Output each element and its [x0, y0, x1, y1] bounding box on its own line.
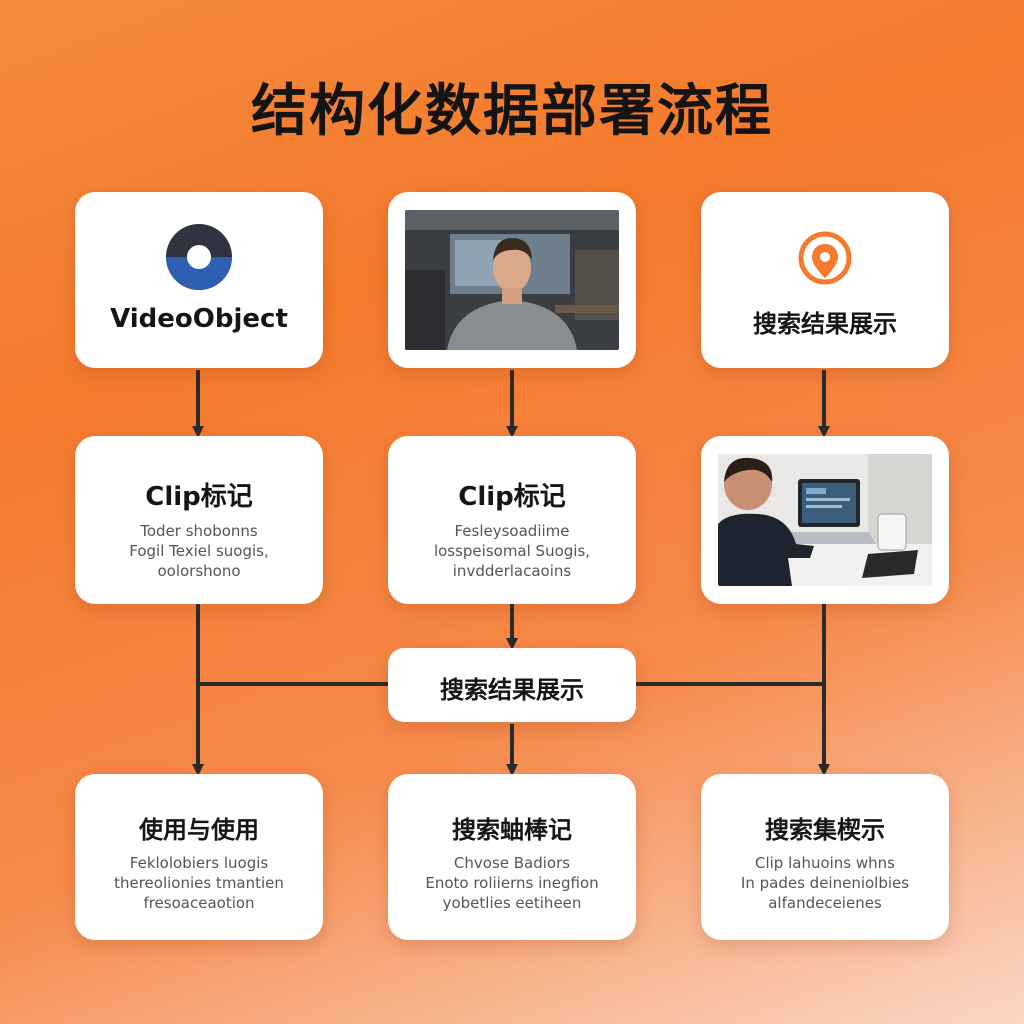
desc-line: Chvose Badiors [453, 854, 571, 872]
usage-card: 使用与使用 Feklolobiers luogis thereolionies … [75, 774, 323, 940]
videoobject-card: VideoObject [75, 192, 323, 368]
location-pin-icon [798, 231, 852, 285]
search-markup-card: 搜索蚰棒记 Chvose Badiors Enoto roliierns ine… [388, 774, 636, 940]
desc-line: invdderlacaoins [452, 562, 572, 580]
search-display-label: 搜索集楔示 [765, 816, 885, 844]
search-display-desc: Clip lahuoins whns In pades deineniolbie… [701, 853, 949, 913]
page-title: 结构化数据部署流程 [251, 79, 773, 144]
search-results-label-top: 搜索结果展示 [753, 310, 897, 338]
person-at-laptop-photo [718, 454, 932, 586]
clip-markup-label-center: Clip标记 [458, 482, 566, 512]
clip-markup-card-left: Clip标记 Toder shobonns Fogil Texiel suogi… [75, 436, 323, 604]
man-on-video-call-photo [405, 210, 619, 350]
search-display-card: 搜索集楔示 Clip lahuoins whns In pades deinen… [701, 774, 949, 940]
search-results-junction: 搜索结果展示 [388, 648, 636, 722]
desc-line: Fogil Texiel suogis, [129, 542, 269, 560]
clip-markup-label-left: Clip标记 [145, 482, 253, 512]
desc-line: alfandeceienes [768, 894, 882, 912]
disc-logo-icon [166, 224, 232, 290]
desc-line: yobetlies eetiheen [442, 894, 582, 912]
desc-line: Enoto roliierns inegfion [425, 874, 599, 892]
search-markup-label: 搜索蚰棒记 [452, 816, 572, 844]
usage-label: 使用与使用 [139, 816, 259, 844]
desc-line: Feklolobiers luogis [129, 854, 269, 872]
desc-line: fresoaceaotion [143, 894, 255, 912]
desc-line: In pades deineniolbies [740, 874, 910, 892]
desc-line: thereolionies tmantien [114, 874, 284, 892]
desc-line: Fesleysoadiime [454, 522, 570, 540]
search-markup-desc: Chvose Badiors Enoto roliierns inegfion … [388, 853, 636, 913]
clip-markup-desc-center: Fesleysoadiime losspeisomal Suogis, invd… [388, 521, 636, 581]
clip-markup-desc-left: Toder shobonns Fogil Texiel suogis, oolo… [75, 521, 323, 581]
desc-line: Clip lahuoins whns [754, 854, 895, 872]
usage-desc: Feklolobiers luogis thereolionies tmanti… [75, 853, 323, 913]
search-results-label-junction: 搜索结果展示 [440, 676, 584, 704]
laptop-photo-card [701, 436, 949, 604]
desc-line: oolorshono [157, 562, 241, 580]
search-results-card-top: 搜索结果展示 [701, 192, 949, 368]
desc-line: losspeisomal Suogis, [433, 542, 591, 560]
desc-line: Toder shobonns [140, 522, 258, 540]
clip-markup-card-center: Clip标记 Fesleysoadiime losspeisomal Suogi… [388, 436, 636, 604]
videoobject-label: VideoObject [110, 304, 288, 334]
video-call-photo-card [388, 192, 636, 368]
